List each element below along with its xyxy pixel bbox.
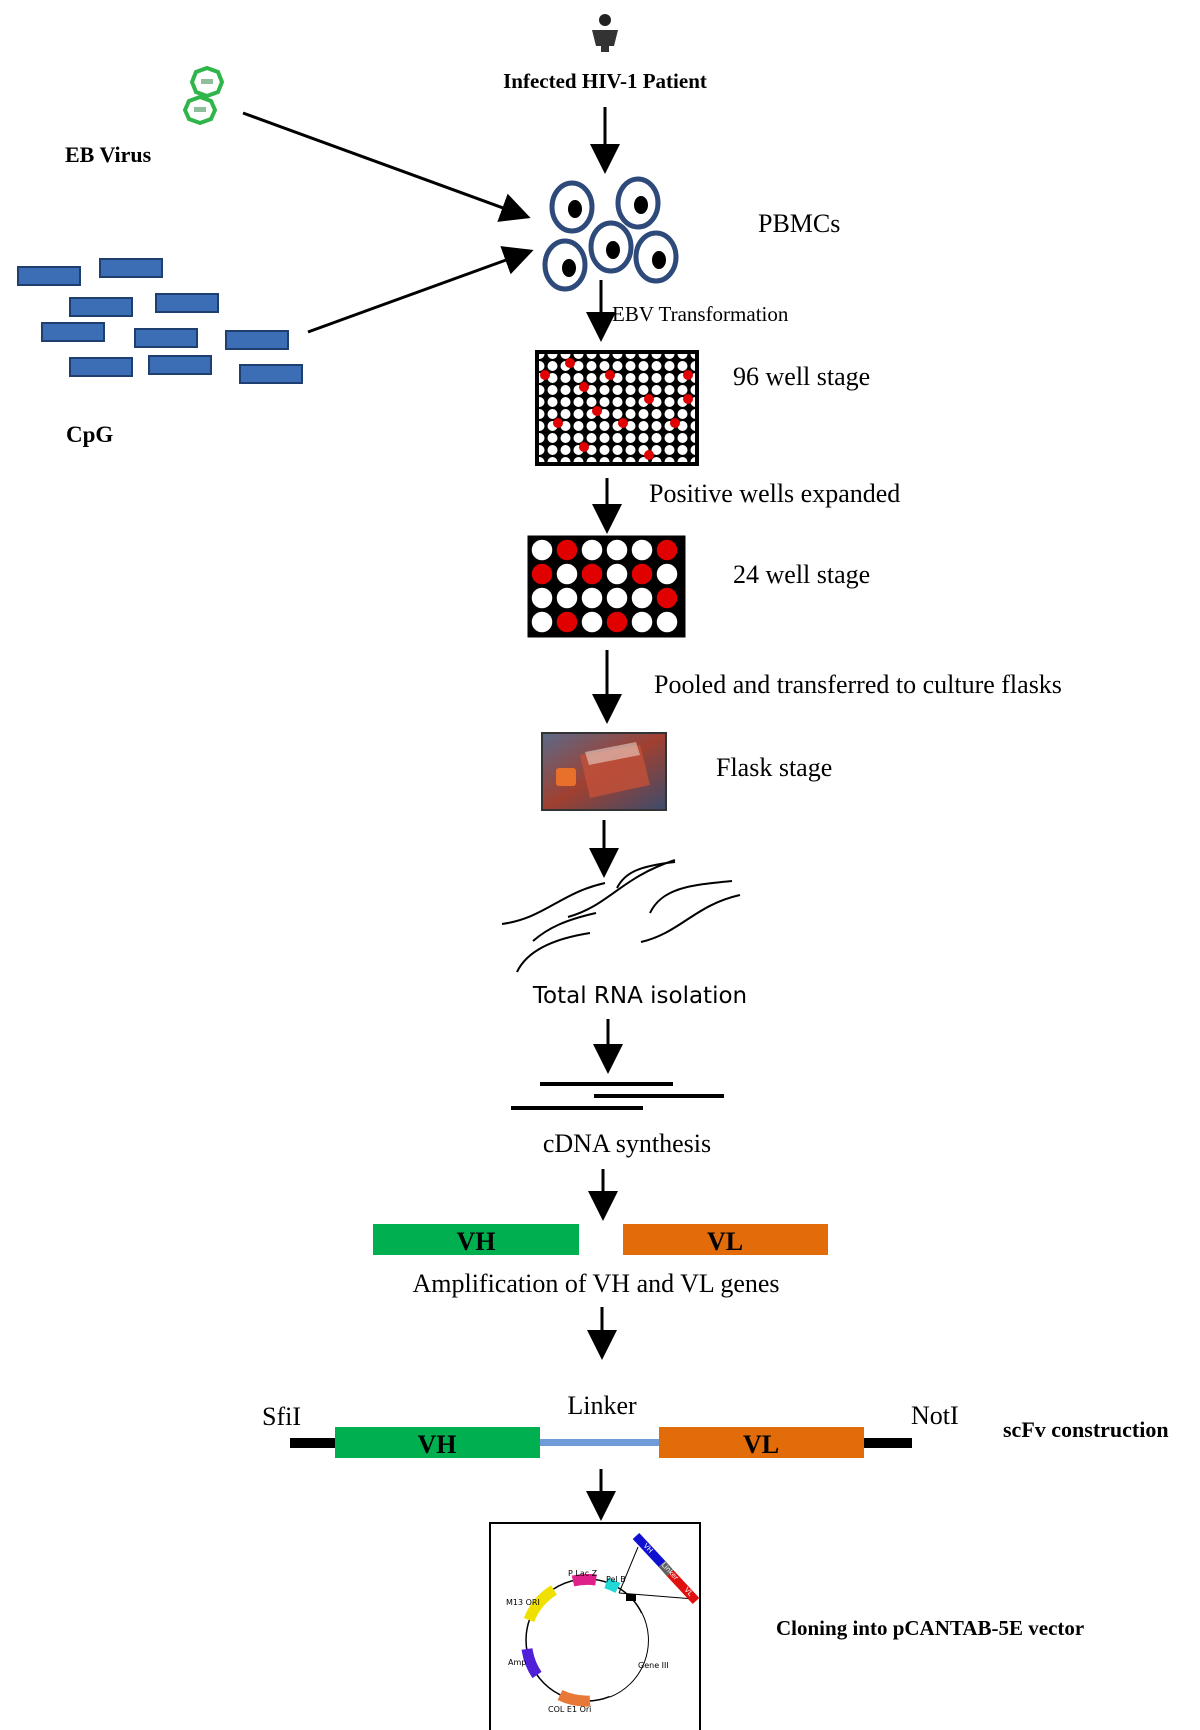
scfv-vh-label: VH <box>418 1430 457 1459</box>
positive-wells-label: Positive wells expanded <box>649 479 900 508</box>
sfii-label: SfiI <box>262 1402 301 1431</box>
cloning-label: Cloning into pCANTAB-5E vector <box>776 1616 1084 1640</box>
rna-label: Total RNA isolation <box>532 983 747 1009</box>
vl-gene-label: VL <box>707 1227 743 1256</box>
eb-virus-label: EB Virus <box>65 142 152 167</box>
plasmid-amp-label: Amp <box>508 1658 526 1667</box>
pcantab-plasmid-map <box>521 1532 700 1707</box>
vector-box <box>489 1522 701 1730</box>
arrow-cpg-to-pbmc <box>307 246 534 334</box>
amplification-label: Amplification of VH and VL genes <box>412 1269 779 1298</box>
patient-label: Infected HIV-1 Patient <box>503 69 707 93</box>
noti-label: NotI <box>911 1401 959 1430</box>
patient-icon <box>592 14 618 52</box>
cdna-label: cDNA synthesis <box>543 1129 711 1158</box>
plate-24-well <box>527 535 686 638</box>
flask-stage-label: Flask stage <box>716 753 832 782</box>
scfv-label: scFv construction <box>1003 1417 1169 1442</box>
plasmid-m13-label: M13 ORI <box>506 1598 540 1607</box>
culture-flask-image <box>541 732 667 811</box>
plasmid-geneiii-label: Gene III <box>638 1661 669 1670</box>
plasmid-pelb-label: Pel B <box>606 1575 626 1584</box>
stage-24-label: 24 well stage <box>733 560 870 589</box>
plate-96-well <box>535 350 699 466</box>
cpg-label: CpG <box>66 422 113 447</box>
pbmcs-label: PBMCs <box>758 209 840 238</box>
scfv-vl-label: VL <box>743 1430 779 1459</box>
plasmid-placz-label: P Lac Z <box>568 1569 598 1578</box>
scfv-construct <box>290 1427 912 1458</box>
eb-virus-icon <box>182 65 225 126</box>
ebv-transformation-label: EBV Transformation <box>612 302 789 326</box>
pbmc-cells <box>542 176 679 292</box>
cpg-blocks <box>17 258 303 384</box>
vh-gene-bar <box>373 1224 579 1255</box>
arrow-eb-to-pbmc <box>242 111 531 222</box>
linker-label: Linker <box>567 1391 637 1420</box>
rna-strands <box>501 859 741 973</box>
pooled-label: Pooled and transferred to culture flasks <box>654 670 1062 699</box>
insert-vl-label: VL <box>683 1586 695 1598</box>
vh-gene-label: VH <box>457 1227 496 1256</box>
stage-96-label: 96 well stage <box>733 362 870 391</box>
plasmid-cole1-label: COL E1 Ori <box>548 1705 591 1714</box>
vl-gene-bar <box>623 1224 828 1255</box>
cdna-strands <box>511 1082 724 1110</box>
